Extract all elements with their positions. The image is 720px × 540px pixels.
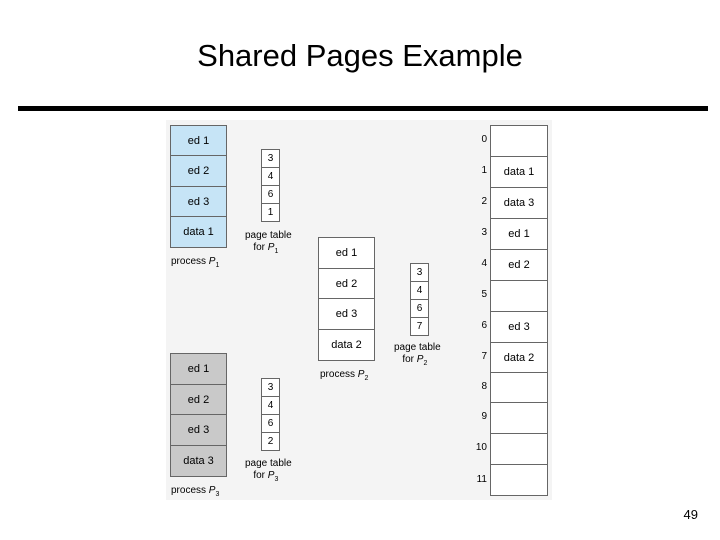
frame-number: 7 — [481, 351, 487, 362]
frame-number: 8 — [481, 381, 487, 392]
page-table-p1-entry: 1 — [261, 203, 280, 222]
page-table-p2-entry: 4 — [410, 281, 429, 300]
process-p2-page: ed 3 — [318, 298, 375, 330]
process-p1-page: ed 1 — [170, 125, 227, 156]
process-p2-label: process P2 — [320, 369, 369, 382]
page-table-p1-label: page table for P1 — [245, 230, 292, 255]
process-p1-page: ed 2 — [170, 155, 227, 187]
frame-number: 2 — [481, 196, 487, 207]
process-p2-page: ed 1 — [318, 237, 375, 269]
frame-number: 5 — [481, 289, 487, 300]
frame-number: 10 — [475, 442, 487, 453]
process-p1-label: process P1 — [171, 256, 220, 269]
frame-number: 9 — [481, 411, 487, 422]
process-p1-page: ed 3 — [170, 186, 227, 217]
frame-number: 1 — [481, 165, 487, 176]
slide-page-number: 49 — [683, 507, 698, 522]
process-p3-page: ed 3 — [170, 414, 227, 446]
page-table-p2-entry: 3 — [410, 263, 429, 282]
memory-frame: ed 3 — [490, 311, 548, 343]
page-table-p3-entry: 4 — [261, 396, 280, 415]
memory-frame: data 3 — [490, 187, 548, 219]
memory-frame — [490, 372, 548, 403]
process-p1-page: data 1 — [170, 216, 227, 248]
process-p3-page: ed 1 — [170, 353, 227, 385]
page-table-p1-entry: 4 — [261, 167, 280, 186]
memory-frame: ed 2 — [490, 249, 548, 281]
page-table-p3-entry: 3 — [261, 378, 280, 397]
memory-frame — [490, 433, 548, 465]
page-table-p3-entry: 2 — [261, 432, 280, 451]
memory-frame — [490, 402, 548, 434]
frame-number: 3 — [481, 227, 487, 238]
slide-title: Shared Pages Example — [197, 38, 523, 73]
frame-number: 6 — [481, 320, 487, 331]
frame-number: 11 — [476, 474, 487, 485]
memory-frame — [490, 280, 548, 312]
memory-frame — [490, 464, 548, 496]
page-table-p1-entry: 3 — [261, 149, 280, 168]
process-p2-page: data 2 — [318, 329, 375, 361]
frame-number: 0 — [481, 134, 487, 145]
process-p2-page: ed 2 — [318, 268, 375, 299]
page-table-p2-entry: 7 — [410, 317, 429, 336]
process-p3-label: process P3 — [171, 485, 220, 498]
process-p3-page: data 3 — [170, 445, 227, 477]
memory-frame: data 2 — [490, 342, 548, 373]
memory-frame: data 1 — [490, 156, 548, 188]
page-table-p3-label: page table for P3 — [245, 458, 292, 483]
page-table-p2-entry: 6 — [410, 299, 429, 318]
page-table-p1-entry: 6 — [261, 185, 280, 204]
memory-frame — [490, 125, 548, 157]
process-p3-page: ed 2 — [170, 384, 227, 415]
memory-frame: ed 1 — [490, 218, 548, 250]
page-table-p3-entry: 6 — [261, 414, 280, 433]
title-underline — [18, 106, 708, 111]
frame-number: 4 — [481, 258, 487, 269]
page-table-p2-label: page table for P2 — [394, 342, 441, 367]
